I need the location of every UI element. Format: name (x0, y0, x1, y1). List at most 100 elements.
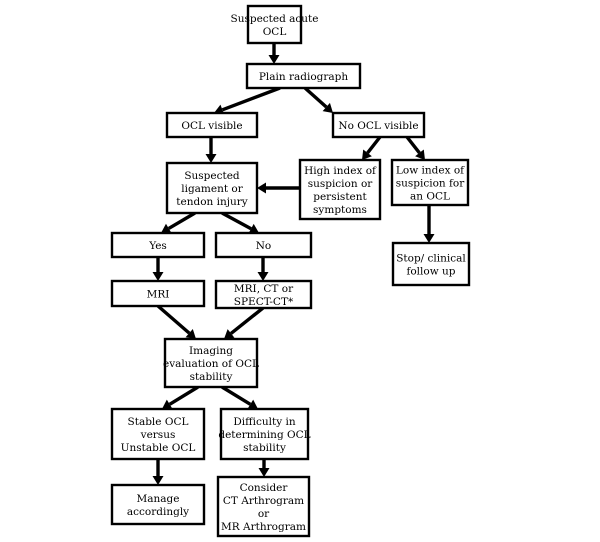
arrow-shaft (405, 135, 421, 154)
node-label-line: Suspected acute (231, 13, 319, 25)
flow-arrow (303, 86, 333, 113)
node-label-line: suspicion or (308, 178, 374, 190)
flow-arrow (152, 257, 164, 281)
node-no-ocl-visible: No OCL visible (331, 111, 426, 139)
node-box (390, 158, 470, 207)
arrow-head (257, 182, 266, 194)
node-label-line: Manage (137, 493, 180, 505)
flow-arrow (152, 459, 164, 485)
node-box (163, 337, 259, 389)
node-box (165, 161, 259, 215)
node-label-line: tendon injury (176, 196, 247, 208)
arrow-head (258, 468, 270, 477)
node-box (214, 279, 313, 310)
node-label-line: Stable OCL (128, 416, 189, 428)
arrow-head (205, 154, 217, 163)
flow-arrow (258, 459, 270, 477)
node-box (219, 407, 310, 461)
arrow-shaft (221, 86, 281, 112)
arrow-head (423, 234, 435, 243)
arrow-head (257, 272, 269, 281)
flow-arrow (162, 385, 199, 409)
node-ocl-visible: OCL visible (165, 111, 259, 139)
node-label-line: symptoms (313, 204, 367, 216)
node-label-line: Consider (240, 482, 289, 494)
node-label-line: ligament or (181, 183, 244, 195)
node-label-line: Yes (148, 240, 167, 252)
flow-arrow (268, 43, 280, 64)
node-box (298, 158, 382, 221)
node-label-line: No OCL visible (338, 120, 418, 132)
arrow-shaft (366, 135, 382, 154)
flow-arrow (224, 306, 265, 339)
node-box (245, 62, 362, 90)
node-label-line: MRI, CT or (234, 283, 294, 295)
node-label-line: Imaging (189, 345, 233, 357)
node-label-line: determining OCL (218, 429, 310, 441)
node-label-line: SPECT-CT* (234, 296, 294, 308)
node-label-line: follow up (406, 265, 455, 277)
node-label-line: OCL visible (181, 120, 242, 132)
node-label-line: Unstable OCL (121, 442, 196, 454)
arrow-head (362, 149, 372, 160)
node-box (216, 475, 311, 538)
arrow-head (247, 399, 258, 409)
node-label-line: Plain radiograph (259, 71, 349, 83)
node-box (214, 231, 313, 259)
flow-arrow (362, 135, 382, 160)
flow-arrow (161, 211, 196, 234)
node-label-line: Low index of (396, 164, 465, 176)
arrow-head (322, 102, 333, 113)
arrow-head (161, 223, 172, 234)
node-no: No (214, 231, 313, 259)
arrow-shaft (168, 385, 199, 406)
node-label-line: High index of (304, 165, 377, 177)
arrow-head (415, 149, 425, 160)
flow-arrow (405, 135, 425, 160)
arrow-head (248, 223, 259, 234)
node-box (331, 111, 426, 139)
node-label-line: MRI (147, 288, 170, 300)
node-label-line: versus (140, 429, 176, 441)
node-box (391, 241, 471, 287)
arrows (152, 43, 435, 485)
arrow-shaft (156, 304, 191, 335)
node-box (165, 111, 259, 139)
arrow-shaft (229, 306, 265, 335)
node-label-line: Difficulty in (233, 416, 295, 428)
flow-arrow (156, 304, 196, 339)
node-label-line: CT Arthrogram (223, 495, 304, 507)
node-label-line: stability (190, 371, 233, 383)
node-label-line: MR Arthrogram (221, 521, 306, 533)
node-label-line: an OCL (410, 190, 450, 202)
arrow-shaft (221, 385, 252, 406)
node-label-line: accordingly (127, 506, 189, 518)
node-box (110, 231, 206, 259)
flow-arrow (423, 205, 435, 243)
arrow-head (224, 329, 235, 339)
arrow-shaft (303, 86, 328, 109)
node-label-line: Stop/ clinical (396, 252, 466, 264)
node-box (110, 279, 206, 308)
arrow-head (152, 476, 164, 485)
node-plain-radiograph: Plain radiograph (245, 62, 362, 90)
arrow-head (185, 328, 196, 339)
arrow-shaft (167, 211, 196, 230)
arrow-head (162, 399, 173, 409)
node-label-line: evaluation of OCL (163, 358, 259, 370)
arrow-head (268, 55, 280, 64)
node-box (110, 483, 206, 526)
flow-arrow (257, 182, 300, 194)
node-label-line: OCL (263, 26, 287, 38)
flow-arrow (205, 137, 217, 163)
flow-arrow (214, 86, 281, 115)
node-box (246, 4, 303, 45)
